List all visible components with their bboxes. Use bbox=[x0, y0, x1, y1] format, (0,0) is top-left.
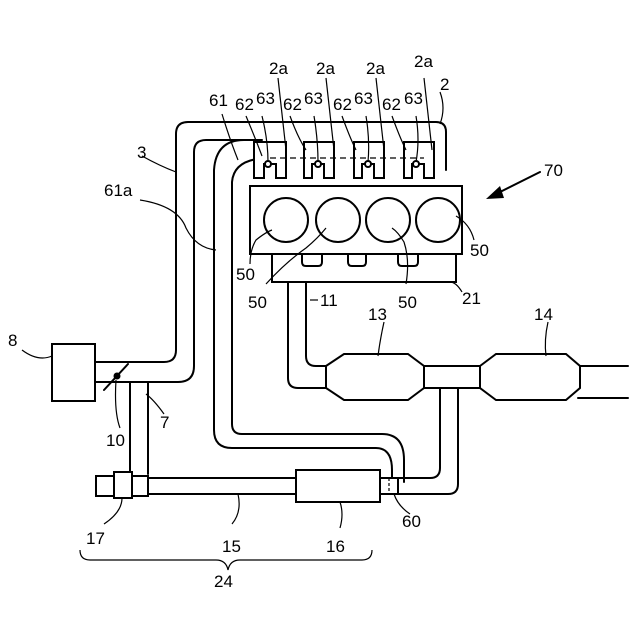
label-70: 70 bbox=[544, 161, 563, 180]
exhaust-manifold-21 bbox=[272, 254, 456, 282]
catalyst-13 bbox=[326, 354, 424, 400]
label-21: 21 bbox=[462, 289, 481, 308]
reference-labels: 2a 2a 2a 2a 61 62 63 62 63 62 63 62 63 2… bbox=[8, 52, 563, 591]
label-2: 2 bbox=[440, 75, 449, 94]
label-62-4: 62 bbox=[382, 95, 401, 114]
air-cleaner-8 bbox=[52, 344, 95, 401]
label-61a: 61a bbox=[104, 181, 133, 200]
label-8: 8 bbox=[8, 331, 17, 350]
label-3: 3 bbox=[137, 143, 146, 162]
cylinder-50-3 bbox=[366, 198, 410, 242]
label-61: 61 bbox=[209, 91, 228, 110]
catalyst-14 bbox=[480, 354, 580, 400]
label-50-4: 50 bbox=[470, 241, 489, 260]
cylinder-50-4 bbox=[416, 198, 460, 242]
label-15: 15 bbox=[222, 537, 241, 556]
component-16 bbox=[296, 470, 380, 502]
throttle-pivot bbox=[114, 373, 121, 380]
label-7: 7 bbox=[160, 413, 169, 432]
label-2a-1: 2a bbox=[269, 59, 288, 78]
label-24: 24 bbox=[214, 572, 233, 591]
label-63-2: 63 bbox=[304, 89, 323, 108]
cylinder-50-1 bbox=[264, 198, 308, 242]
label-50-1: 50 bbox=[236, 265, 255, 284]
label-63-3: 63 bbox=[354, 89, 373, 108]
label-60: 60 bbox=[402, 512, 421, 531]
label-50-2: 50 bbox=[248, 293, 267, 312]
label-13: 13 bbox=[368, 305, 387, 324]
sensor-17-cap bbox=[96, 476, 114, 496]
sensor-17-tail bbox=[132, 476, 148, 496]
label-62-1: 62 bbox=[235, 95, 254, 114]
cylinder-head-2 bbox=[254, 142, 434, 178]
sensor-17-body bbox=[114, 472, 132, 498]
label-63-4: 63 bbox=[404, 89, 423, 108]
label-62-2: 62 bbox=[283, 95, 302, 114]
label-63-1: 63 bbox=[256, 89, 275, 108]
label-2a-2: 2a bbox=[316, 59, 335, 78]
label-2a-3: 2a bbox=[366, 59, 385, 78]
cylinder-50-2 bbox=[316, 198, 360, 242]
label-17: 17 bbox=[86, 529, 105, 548]
port-4 bbox=[404, 142, 434, 178]
label-50-3: 50 bbox=[398, 293, 417, 312]
port-2 bbox=[304, 142, 334, 178]
egr-return-inner bbox=[380, 388, 440, 478]
label-2a-4: 2a bbox=[414, 52, 433, 71]
arrow-70-head bbox=[486, 186, 504, 199]
label-14: 14 bbox=[534, 305, 553, 324]
label-10: 10 bbox=[106, 431, 125, 450]
label-16: 16 bbox=[326, 537, 345, 556]
label-11: 11 bbox=[320, 291, 338, 310]
label-62-3: 62 bbox=[333, 95, 352, 114]
intake-pipe-3-inner bbox=[95, 140, 262, 382]
